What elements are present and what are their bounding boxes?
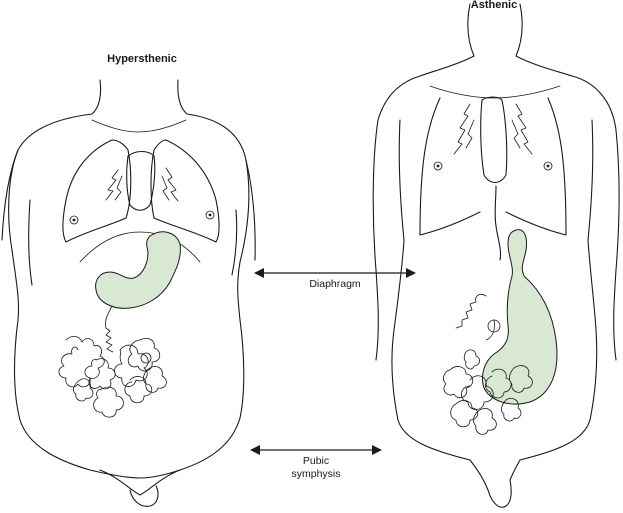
right-figure-label: Asthenic — [471, 0, 517, 11]
left-heart — [126, 150, 156, 211]
left-intestines — [58, 336, 167, 418]
pubic-arrowhead-left — [250, 445, 260, 455]
right-stomach — [481, 229, 558, 405]
right-heart — [480, 96, 508, 184]
right-duodenum — [455, 294, 495, 341]
right-nipple-left — [433, 161, 443, 171]
left-bronchi — [105, 167, 179, 202]
left-nipple-right — [205, 210, 215, 220]
right-neck — [419, 3, 573, 77]
right-esophagus — [494, 185, 502, 261]
left-figure-label: Hypersthenic — [107, 53, 177, 65]
right-nipple-right — [543, 161, 553, 171]
diaphragm-arrowhead-right — [406, 268, 416, 278]
right-intestines — [443, 349, 533, 435]
left-lung-left — [62, 139, 132, 243]
pubic-label-line1: Pubic — [303, 455, 329, 467]
pubic-label-line2: symphysis — [291, 468, 340, 480]
left-clavicles — [91, 119, 187, 133]
left-lung-right — [150, 139, 220, 243]
left-stomach — [95, 231, 181, 309]
right-pylorus-node — [487, 319, 501, 333]
left-diaphragm — [79, 231, 201, 263]
left-groin — [99, 469, 181, 507]
diaphragm-arrowhead-left — [254, 268, 264, 278]
right-ribcage — [419, 97, 567, 236]
right-torso-outline — [391, 239, 598, 461]
right-arm-left — [372, 75, 421, 361]
right-clavicles — [429, 85, 561, 99]
left-nipple-left — [69, 215, 79, 225]
left-appendix-node — [140, 352, 152, 364]
hypersthenic-figure: Hypersthenic — [1, 53, 256, 507]
left-arm-left — [1, 149, 33, 286]
left-neck — [91, 79, 188, 115]
right-groin — [469, 459, 521, 508]
left-arm-right — [231, 159, 256, 276]
diaphragm-label: Diaphragm — [309, 278, 361, 290]
pubic-symphysis-annotation: Pubic symphysis — [250, 445, 382, 480]
asthenic-figure: Asthenic — [372, 0, 620, 508]
left-duodenum — [105, 305, 114, 353]
diaphragm-annotation: Diaphragm — [254, 268, 416, 290]
right-arm-right — [571, 75, 620, 361]
pubic-arrowhead-right — [372, 445, 382, 455]
right-bronchi — [453, 103, 533, 155]
